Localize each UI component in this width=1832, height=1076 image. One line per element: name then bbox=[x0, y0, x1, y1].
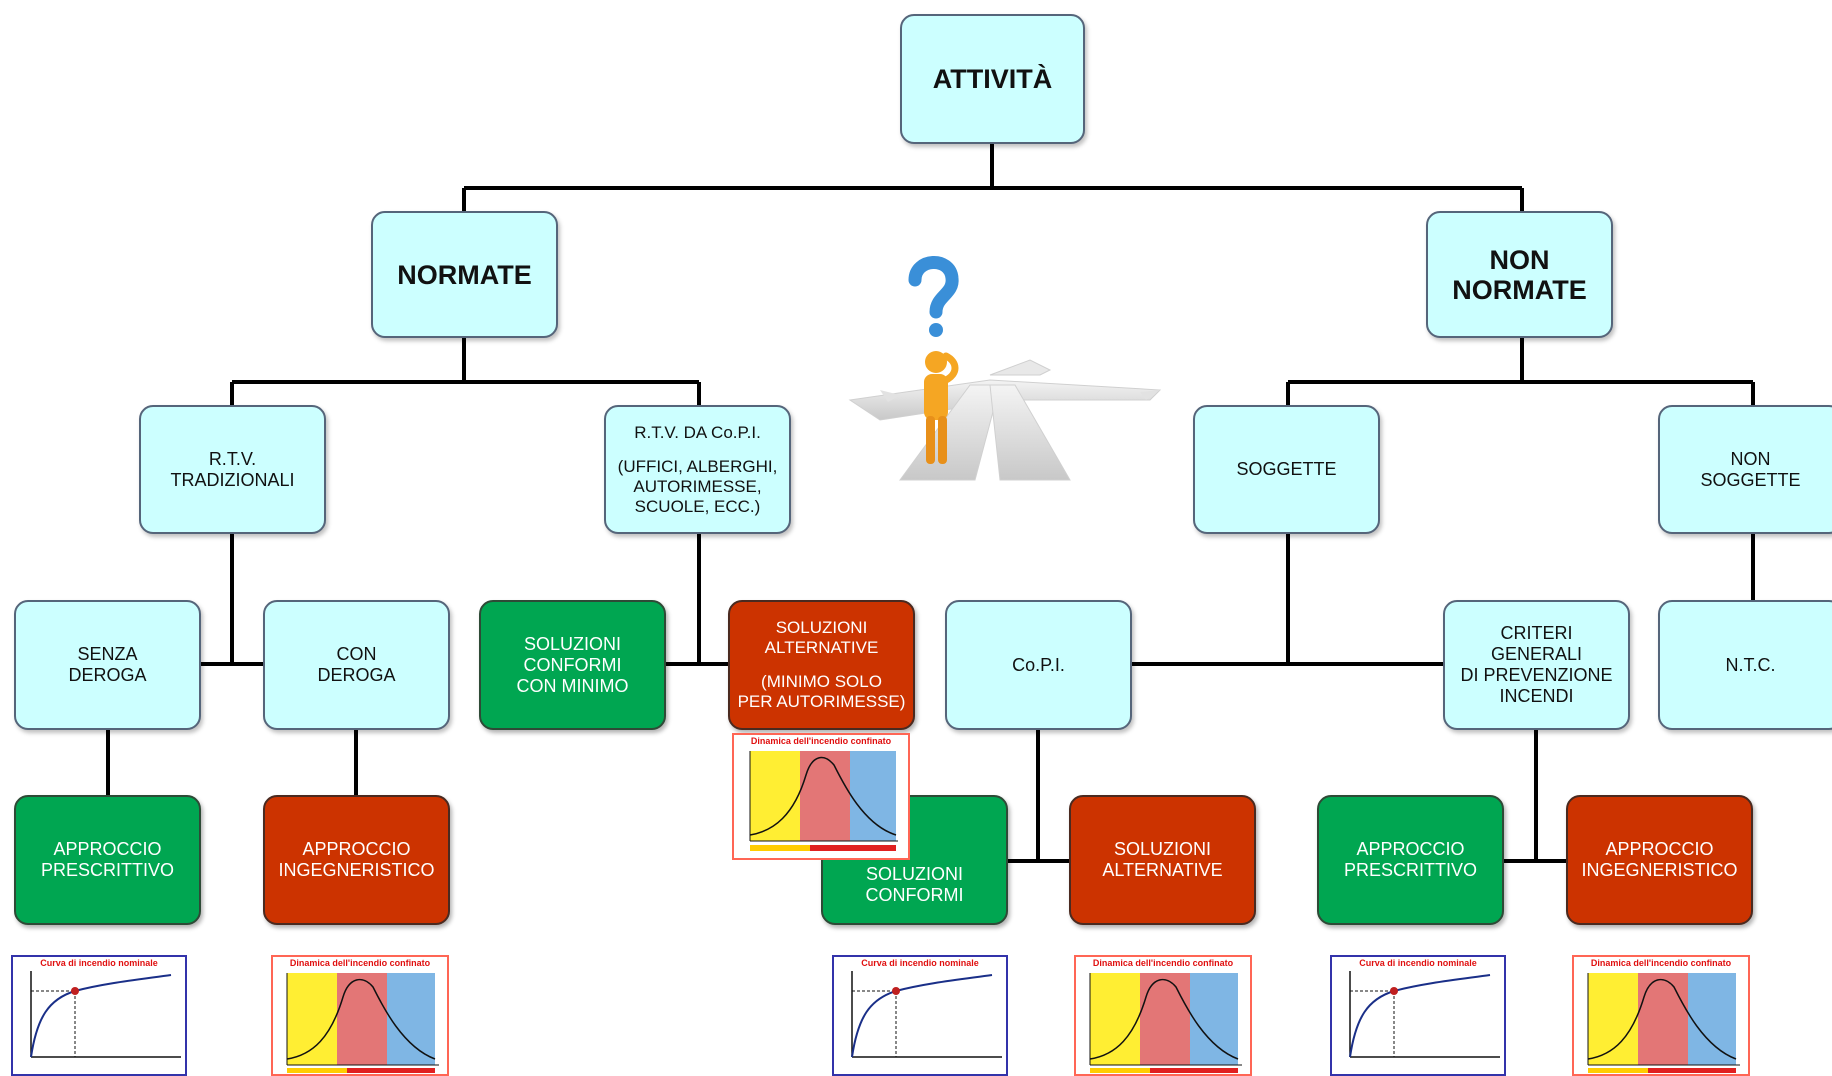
node-rtv-copi-line: R.T.V. DA Co.P.I. bbox=[634, 422, 761, 442]
node-normate: NORMATE bbox=[371, 211, 558, 338]
node-soluzioni-conformi-minimo-line: CON MINIMO bbox=[516, 675, 629, 696]
fire-dynamics-graph-icon bbox=[1089, 973, 1242, 1073]
node-approccio-ingegneristico-2-line: APPROCCIO bbox=[1605, 839, 1714, 859]
node-approccio-ingegneristico-line: APPROCCIO bbox=[302, 839, 411, 859]
node-non-normate-line: NON bbox=[1489, 244, 1550, 275]
fire-dynamics-title: Dinamica dell'incendio confinato bbox=[750, 736, 892, 746]
node-soluzioni-conformi-minimo: SOLUZIONI CONFORMI CON MINIMO bbox=[479, 600, 666, 730]
node-approccio-prescrittivo: APPROCCIO PRESCRITTIVO bbox=[14, 795, 201, 925]
nominal-fire-curve-title: Curva di incendio nominale bbox=[861, 958, 979, 968]
node-non-soggette: NON SOGGETTE bbox=[1658, 405, 1832, 534]
node-soluzioni-conformi-line: CONFORMI bbox=[865, 885, 964, 905]
fire-dynamics-graph-icon bbox=[286, 973, 439, 1073]
thinking-person-crossroads-icon bbox=[848, 256, 1162, 481]
node-soluzioni-alternative-minimo-line: PER AUTORIMESSE) bbox=[737, 692, 906, 711]
node-non-normate: NON NORMATE bbox=[1426, 211, 1613, 338]
node-rtv-tradizionali-line: TRADIZIONALI bbox=[170, 469, 295, 490]
node-senza-deroga-line: SENZA bbox=[77, 644, 138, 664]
node-copi-label: Co.P.I. bbox=[1012, 654, 1065, 675]
nominal-fire-curve-thumbnail: Curva di incendio nominale bbox=[11, 955, 187, 1076]
node-soluzioni-alternative-minimo-line: (MINIMO SOLO bbox=[761, 672, 882, 691]
node-approccio-ingegneristico-line: INGEGNERISTICO bbox=[278, 860, 435, 880]
node-attivita-label: ATTIVITÀ bbox=[932, 64, 1053, 94]
fire-dynamics-title: Dinamica dell'incendio confinato bbox=[289, 958, 431, 968]
fire-dynamics-title: Dinamica dell'incendio confinato bbox=[1590, 958, 1732, 968]
node-approccio-prescrittivo-2-line: PRESCRITTIVO bbox=[1343, 860, 1477, 880]
fire-dynamics-title: Dinamica dell'incendio confinato bbox=[1092, 958, 1234, 968]
nominal-fire-curve-title: Curva di incendio nominale bbox=[40, 958, 158, 968]
node-soluzioni-alternative-minimo: SOLUZIONI ALTERNATIVE (MINIMO SOLO PER A… bbox=[728, 600, 915, 730]
node-con-deroga-line: DEROGA bbox=[317, 665, 396, 685]
node-approccio-prescrittivo-2: APPROCCIO PRESCRITTIVO bbox=[1317, 795, 1504, 925]
node-ntc-label: N.T.C. bbox=[1725, 654, 1776, 675]
node-criteri-generali-line: INCENDI bbox=[1499, 686, 1574, 706]
node-soluzioni-alternative-minimo-line: SOLUZIONI bbox=[775, 618, 868, 637]
fire-dynamics-thumbnail: Dinamica dell'incendio confinato bbox=[271, 955, 449, 1076]
node-non-soggette-line: NON bbox=[1730, 448, 1771, 469]
node-ntc: N.T.C. bbox=[1658, 600, 1832, 730]
node-approccio-ingegneristico: APPROCCIO INGEGNERISTICO bbox=[263, 795, 450, 925]
node-non-normate-line: NORMATE bbox=[1452, 274, 1587, 305]
node-normate-label: NORMATE bbox=[397, 259, 532, 290]
node-copi: Co.P.I. bbox=[945, 600, 1132, 730]
node-criteri-generali-line: GENERALI bbox=[1490, 644, 1583, 664]
fire-dynamics-thumbnail: Dinamica dell'incendio confinato bbox=[732, 733, 910, 860]
node-soluzioni-alternative-line: SOLUZIONI bbox=[1113, 839, 1211, 859]
node-rtv-copi: R.T.V. DA Co.P.I. (UFFICI, ALBERGHI, AUT… bbox=[604, 405, 791, 534]
nominal-fire-curve-thumbnail: Curva di incendio nominale bbox=[1330, 955, 1506, 1076]
node-soggette: SOGGETTE bbox=[1193, 405, 1380, 534]
nominal-fire-curve-thumbnail: Curva di incendio nominale bbox=[832, 955, 1008, 1076]
node-rtv-copi-line: SCUOLE, ECC.) bbox=[634, 496, 761, 516]
node-soluzioni-conformi-minimo-line: CONFORMI bbox=[523, 654, 622, 675]
node-approccio-ingegneristico-2: APPROCCIO INGEGNERISTICO bbox=[1566, 795, 1753, 925]
nominal-fire-curve-graph-icon bbox=[851, 971, 1002, 1058]
nominal-fire-curve-graph-icon bbox=[30, 971, 181, 1058]
node-soluzioni-conformi-minimo-line: SOLUZIONI bbox=[523, 633, 621, 654]
node-soluzioni-alternative-line: ALTERNATIVE bbox=[1102, 860, 1223, 880]
node-soluzioni-conformi-line: SOLUZIONI bbox=[865, 864, 963, 884]
node-soluzioni-alternative: SOLUZIONI ALTERNATIVE bbox=[1069, 795, 1256, 925]
node-rtv-copi-line: (UFFICI, ALBERGHI, bbox=[617, 456, 778, 476]
node-senza-deroga: SENZA DEROGA bbox=[14, 600, 201, 730]
node-soluzioni-alternative-minimo-line: ALTERNATIVE bbox=[764, 638, 879, 657]
node-criteri-generali-line: DI PREVENZIONE bbox=[1460, 665, 1613, 685]
node-non-soggette-line: SOGGETTE bbox=[1700, 469, 1801, 490]
node-attivita: ATTIVITÀ bbox=[900, 14, 1085, 144]
node-approccio-prescrittivo-2-line: APPROCCIO bbox=[1356, 839, 1465, 859]
fire-dynamics-graph-icon bbox=[1587, 973, 1740, 1073]
node-approccio-prescrittivo-line: APPROCCIO bbox=[53, 839, 162, 859]
node-rtv-tradizionali-line: R.T.V. bbox=[208, 448, 257, 469]
node-rtv-tradizionali: R.T.V. TRADIZIONALI bbox=[139, 405, 326, 534]
node-con-deroga: CON DEROGA bbox=[263, 600, 450, 730]
node-approccio-prescrittivo-line: PRESCRITTIVO bbox=[40, 860, 174, 880]
node-soggette-label: SOGGETTE bbox=[1236, 459, 1337, 479]
nominal-fire-curve-title: Curva di incendio nominale bbox=[1359, 958, 1477, 968]
node-con-deroga-line: CON bbox=[336, 644, 377, 664]
fire-dynamics-graph-icon bbox=[749, 751, 898, 851]
fire-dynamics-thumbnail: Dinamica dell'incendio confinato bbox=[1572, 955, 1750, 1076]
node-criteri-generali: CRITERI GENERALI DI PREVENZIONE INCENDI bbox=[1443, 600, 1630, 730]
nominal-fire-curve-graph-icon bbox=[1349, 971, 1500, 1058]
node-rtv-copi-line: AUTORIMESSE, bbox=[633, 476, 762, 496]
node-senza-deroga-line: DEROGA bbox=[68, 665, 147, 685]
node-approccio-ingegneristico-2-line: INGEGNERISTICO bbox=[1581, 860, 1738, 880]
node-criteri-generali-line: CRITERI bbox=[1500, 623, 1573, 643]
fire-dynamics-thumbnail: Dinamica dell'incendio confinato bbox=[1074, 955, 1252, 1076]
